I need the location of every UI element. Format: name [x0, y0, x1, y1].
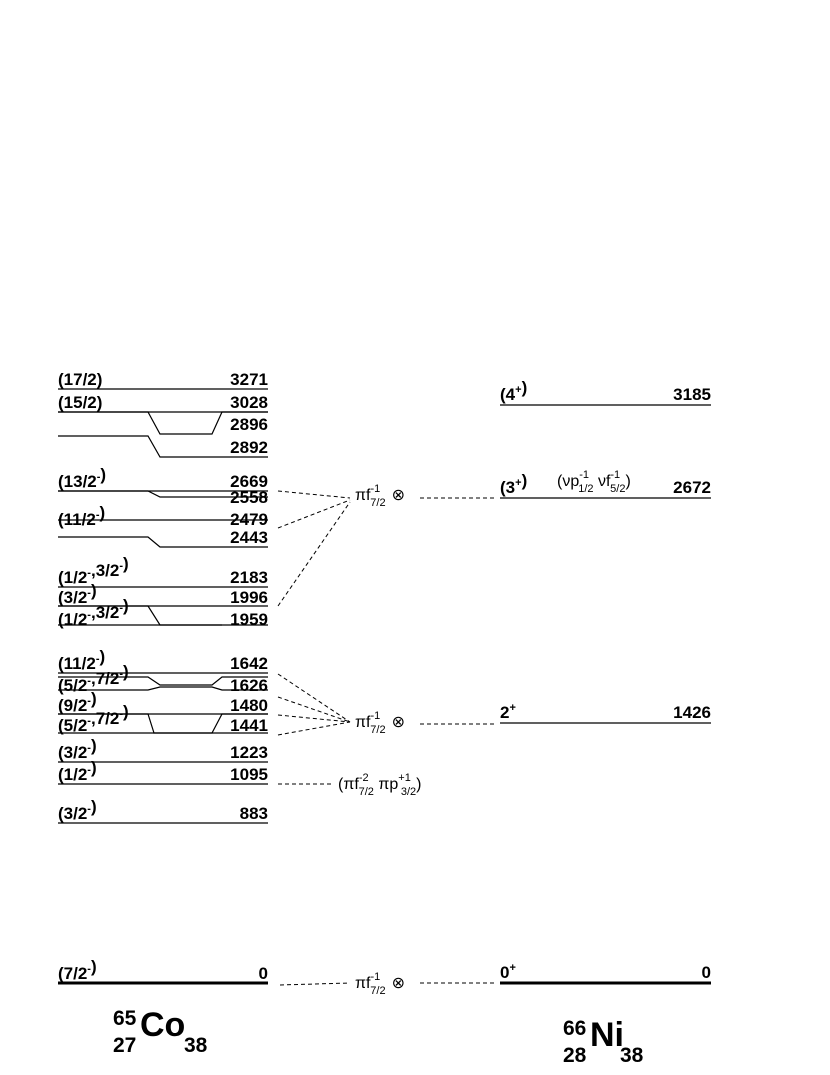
co65-level-1626: (5/2-,7/2-) 1626 — [58, 662, 268, 695]
co65-level-2892: 2892 — [58, 435, 268, 458]
co65-level-3271: (17/2) 3271 — [58, 370, 268, 390]
energy-label: 2479 — [230, 510, 268, 529]
co65-level-2896: 2896 — [58, 411, 268, 435]
ni66-level-2672: (3+) 2672 — [500, 471, 711, 499]
ni66-symbol: Ni — [590, 1016, 624, 1054]
co65-level-2558: 2558 — [58, 488, 268, 507]
energy-label: 3185 — [673, 385, 711, 404]
coupling-dash — [279, 982, 351, 986]
spin-parity-label: (7/2-) — [58, 957, 97, 983]
spin-parity-label: (9/2-) — [58, 689, 97, 715]
coupling-dash — [277, 490, 351, 499]
spin-parity-label: (3/2-) — [58, 581, 97, 607]
spin-parity-label: (3+) — [500, 471, 527, 497]
co65-level-2183: (1/2-,3/2-) 2183 — [58, 554, 268, 588]
spin-parity-label: (4+) — [500, 378, 527, 404]
spin-parity-label: (17/2) — [58, 370, 102, 389]
energy-label: 1095 — [230, 765, 268, 784]
spin-parity-label: (11/2-) — [58, 647, 105, 673]
co65-symbol: Co — [140, 1006, 185, 1044]
energy-label: 2558 — [230, 488, 268, 507]
co65-level-3028: (15/2) 3028 — [58, 393, 268, 413]
level-line — [58, 435, 268, 458]
level-line — [58, 411, 268, 435]
coupling-links — [277, 490, 496, 986]
spin-parity-label: (15/2) — [58, 393, 102, 412]
coupling-dash — [277, 673, 351, 723]
ni66-levels: (4+) 3185 (3+) 2672 2+ 1426 0+ 0 — [500, 378, 711, 985]
energy-label: 1426 — [673, 703, 711, 722]
spin-parity-label: (3/2-) — [58, 736, 97, 762]
energy-label: 883 — [240, 804, 268, 823]
ni66-nucleus-label: 66 28 Ni 38 — [563, 1016, 644, 1067]
spin-parity-label: (5/2-,7/2-) — [58, 702, 129, 735]
energy-label: 1480 — [230, 696, 268, 715]
level-line — [58, 686, 268, 691]
co65-levels: (17/2)3271(15/2)302828962892(13/2-)26692… — [58, 370, 268, 985]
energy-label: 1642 — [230, 654, 268, 673]
ni66-level-3185: (4+) 3185 — [500, 378, 711, 406]
energy-label: 2669 — [230, 472, 268, 491]
co65-level-1223: (3/2-) 1223 — [58, 736, 268, 763]
co65-level-2443: 2443 — [58, 528, 268, 548]
co65-level-1441: (5/2-,7/2-) 1441 — [58, 702, 268, 735]
ni66-atomic-number: 28 — [563, 1044, 587, 1067]
spin-parity-label: (13/2-) — [58, 465, 106, 491]
spin-parity-label: 0+ — [500, 962, 516, 982]
energy-label: 0 — [702, 963, 711, 982]
co65-neutron-number: 38 — [184, 1034, 208, 1057]
energy-label: 0 — [259, 964, 268, 983]
energy-label: 2672 — [673, 478, 711, 497]
spin-parity-label: (5/2-,7/2-) — [58, 662, 129, 695]
co65-level-0: (7/2-) 0 — [58, 957, 268, 985]
level-line — [58, 676, 268, 686]
co65-atomic-number: 27 — [113, 1034, 136, 1057]
co65-mass-number: 65 — [113, 1007, 137, 1030]
co65-level-2479: (11/2-) 2479 — [58, 503, 268, 529]
energy-label: 3271 — [230, 370, 268, 389]
co65-nucleus-label: 65 27 Co 38 — [113, 1006, 208, 1057]
spin-parity-label: (1/2-,3/2-) — [58, 596, 129, 629]
co65-level-1642: (11/2-) 1642 — [58, 647, 268, 674]
spin-parity-label: (1/2-,3/2-) — [58, 554, 129, 587]
ni66-mass-number: 66 — [563, 1017, 586, 1040]
energy-label: 2892 — [230, 438, 268, 457]
level-line — [58, 536, 268, 548]
ni66-level-1426: 2+ 1426 — [500, 702, 711, 724]
energy-label: 1441 — [230, 716, 268, 735]
level-line — [58, 490, 268, 498]
ni66-neutron-number: 38 — [620, 1044, 644, 1067]
coupling-dash — [277, 714, 351, 723]
ni66-level-0: 0+ 0 — [500, 962, 711, 985]
spin-parity-label: (11/2-) — [58, 503, 105, 529]
spin-parity-label: 2+ — [500, 702, 516, 722]
coupling-dash — [277, 499, 351, 529]
energy-label: 2183 — [230, 568, 268, 587]
coupling-dash — [277, 721, 351, 736]
energy-label: 3028 — [230, 393, 268, 412]
energy-label: 2443 — [230, 528, 268, 547]
energy-label: 1959 — [230, 610, 268, 629]
energy-label: 1626 — [230, 676, 268, 695]
co65-level-1095: (1/2-) 1095 — [58, 758, 268, 785]
spin-parity-label: (1/2-) — [58, 758, 97, 784]
co65-level-1959: (1/2-,3/2-) 1959 — [58, 596, 268, 629]
coupling-dash — [277, 696, 351, 723]
energy-label: 2896 — [230, 415, 268, 434]
co65-level-883: (3/2-) 883 — [58, 797, 268, 824]
coupling-dash — [277, 501, 351, 607]
energy-label: 1996 — [230, 588, 268, 607]
energy-label: 1223 — [230, 743, 268, 762]
spin-parity-label: (3/2-) — [58, 797, 97, 823]
